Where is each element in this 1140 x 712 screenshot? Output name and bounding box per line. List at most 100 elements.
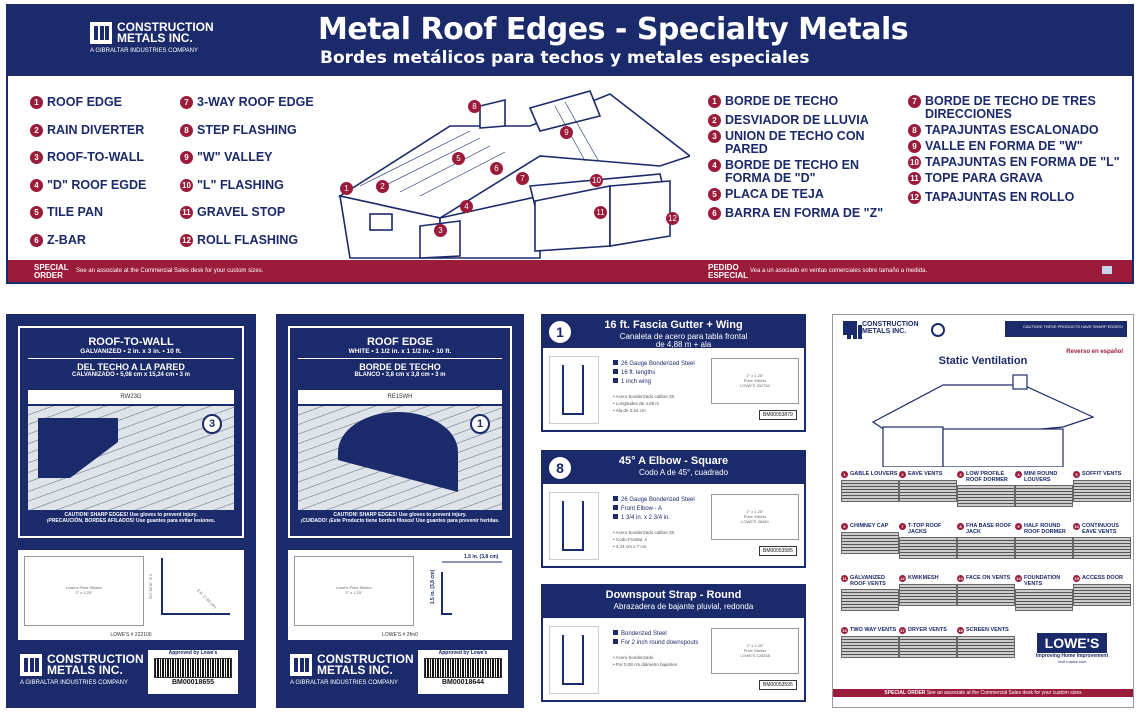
list-item: 9 VALLE EN FORMA DE "W"	[908, 140, 1120, 153]
number-badge: 1	[30, 96, 43, 109]
number-badge: 9	[180, 151, 193, 164]
house-marker: 7	[516, 172, 529, 185]
product-code: BM00053879	[759, 410, 797, 420]
number-badge: 5	[1073, 471, 1080, 478]
number-badge: 17	[899, 627, 906, 634]
number-badge: 10	[180, 178, 193, 192]
vent-product-label: HALF ROUND ROOF DORMER	[1024, 523, 1066, 535]
card2-code: RE15WH	[298, 390, 502, 404]
list-item-label: BORDE DE TECHO EN FORMA DE "D"	[725, 158, 860, 185]
list-item-label: "L" FLASHING	[197, 177, 284, 192]
number-badge: 6	[708, 207, 721, 220]
list-item-label: TAPAJUNTAS EN ROLLO	[925, 190, 1075, 204]
product-label-header: Downspout Strap - Round Abrazadera de ba…	[543, 586, 804, 618]
cmi-logo-icon	[843, 321, 857, 339]
roof-to-wall-card: ROOF-TO-WALL GALVANIZED • 2 in. x 3 in. …	[6, 314, 256, 708]
product-code: BM00053585	[759, 546, 797, 556]
list-item-label: RAIN DIVERTER	[47, 122, 145, 137]
number-badge: 10	[908, 156, 921, 169]
price-sticker: 2" x 1.25" Price Sticker LOWE'S 38460	[711, 494, 799, 540]
card1-profile-diagram	[161, 558, 230, 615]
compass-icon	[931, 323, 945, 337]
list-item-label: ROOF-TO-WALL	[47, 150, 144, 164]
card2-cmi-logo: CONSTRUCTION METALS INC. A GIBRALTAR IND…	[290, 652, 414, 686]
number-badge: 13	[957, 575, 964, 582]
vent-product-label: T-TOP ROOF JACKS	[908, 523, 942, 535]
vent-product-image	[841, 636, 899, 658]
number-badge: 1	[841, 471, 848, 478]
banner-title: Metal Roof Edges - Specialty Metals	[318, 12, 909, 47]
vent-cmi-logo: CONSTRUCTION METALS INC.	[843, 321, 918, 339]
number-badge: 2	[708, 114, 721, 127]
vent-product-label: LOW PROFILE ROOF DORMER	[966, 471, 1008, 483]
vent-product-image	[957, 485, 1015, 507]
product-number: 1	[549, 321, 571, 343]
barcode-icon	[424, 658, 502, 678]
house-marker: 5	[452, 152, 465, 165]
list-item: 10 "L" FLASHING	[180, 177, 314, 192]
number-badge: 2	[899, 471, 906, 478]
cmi-logo-icon	[290, 654, 312, 676]
vent-caution: CAUTION! THESE PRODUCTS HAVE SHARP EDGES…	[1005, 321, 1127, 337]
house-marker: 1	[340, 182, 353, 195]
product-bullet-es: • Acero bonderizado calibre 26	[613, 530, 675, 535]
product-subtitle: Abrazadera de bajante pluvial, redonda	[613, 602, 754, 611]
number-badge: 9	[908, 140, 921, 153]
product-bullet: 1 inch wing	[613, 378, 695, 387]
vent-product-image	[899, 537, 957, 559]
house-marker: 8	[468, 100, 481, 113]
number-badge: 10	[1073, 523, 1080, 530]
vent-product-image	[1073, 584, 1131, 606]
list-item: 9 "W" VALLEY	[180, 151, 314, 164]
vent-product-image	[841, 589, 899, 611]
number-badge: 5	[30, 206, 43, 219]
card2-price-sticker: Lowe's Price Sticker 2" x 1.25"	[294, 556, 414, 626]
cmi-logo-icon	[20, 654, 42, 676]
number-badge: 4	[1015, 471, 1022, 478]
vent-product-label: ACCESS DOOR	[1082, 575, 1123, 581]
list-item-label: VALLE EN FORMA DE "W"	[925, 139, 1083, 153]
number-badge: 12	[899, 575, 906, 582]
list-item-label: BORDE DE TECHO DE TRES DIRECCIONES	[925, 94, 1096, 121]
house-illustration	[337, 90, 690, 259]
roof-edge-card: ROOF EDGE WHITE • 1 1/2 in. x 1 1/2 in. …	[276, 314, 524, 708]
house-marker: 3	[434, 224, 447, 237]
card2-caution: CAUTION! SHARP EDGES! Use gloves to prev…	[300, 512, 500, 524]
product-image	[549, 626, 599, 694]
card2-title: ROOF EDGE	[366, 336, 433, 348]
roof-edges-banner: CONSTRUCTION METALS INC. A GIBRALTAR IND…	[6, 4, 1134, 284]
lowes-logo: LOWE'S Improving Home Improvement Visit …	[1035, 633, 1109, 664]
card1-price-sticker: Lowe's Price Sticker 2" x 1.25"	[24, 556, 144, 626]
product-bullet-es: • Codo Frontal, A	[613, 537, 648, 542]
price-sticker: 2" x 1.25" Price Sticker LOWE'S 202754	[711, 358, 799, 404]
vent-special-order: SPECIAL ORDER See an associate at the Co…	[833, 689, 1133, 697]
vent-product-image	[841, 532, 899, 554]
vent-product-label: SOFFIT VENTS	[1082, 471, 1122, 477]
list-item-label: TILE PAN	[47, 205, 104, 219]
vent-product-label: SCREEN VENTS	[966, 627, 1009, 633]
vent-product-label: TWO WAY VENTS	[850, 627, 897, 633]
house-marker: 11	[594, 206, 607, 219]
number-badge: 11	[908, 172, 921, 185]
list-item-label: "W" VALLEY	[197, 150, 273, 164]
